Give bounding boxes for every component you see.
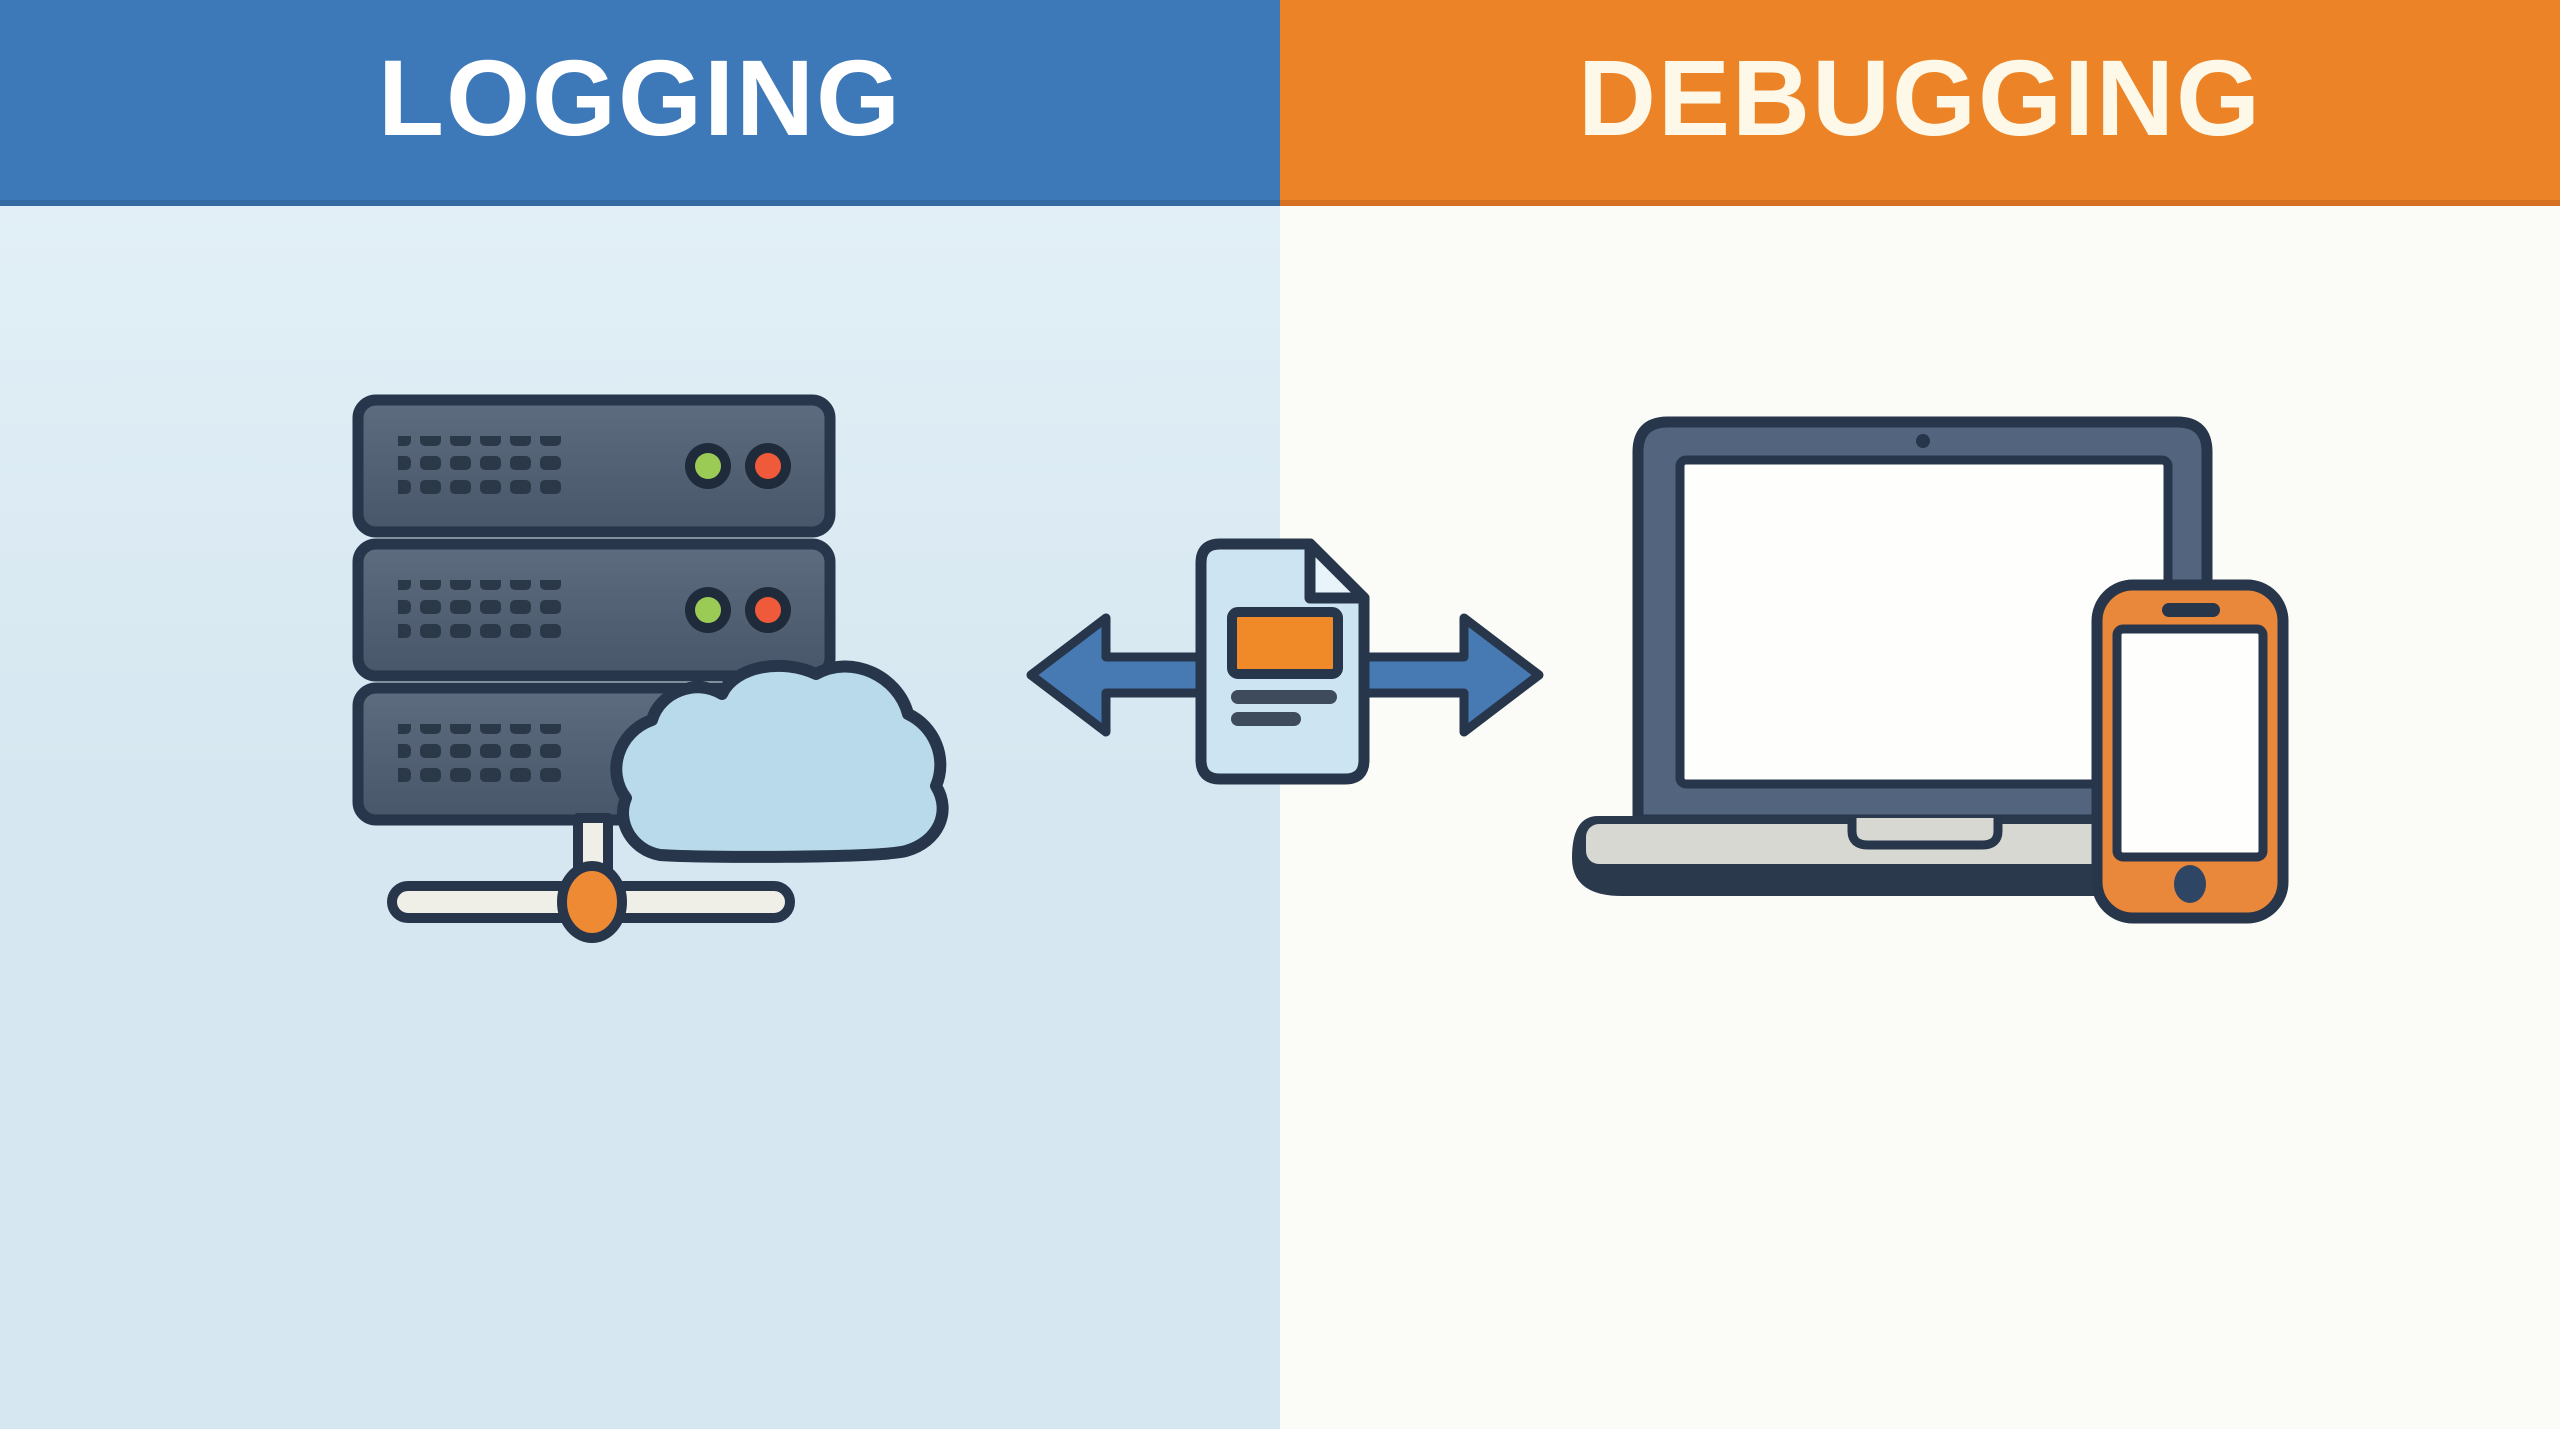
server-unit (352, 394, 836, 538)
log-file-icon (1195, 538, 1370, 785)
phone-screen (2112, 624, 2268, 862)
laptop-latch-notch (1847, 818, 2003, 850)
server-unit (352, 538, 836, 682)
laptop-camera-icon (1916, 434, 1930, 448)
vent-grid (398, 580, 570, 642)
led-green-icon (695, 597, 721, 623)
network-icon (387, 813, 795, 943)
page-fold-corner (1304, 538, 1370, 604)
log-highlight-block (1227, 607, 1343, 679)
logging-title: LOGGING (378, 37, 902, 158)
led-red-icon (755, 453, 781, 479)
vent-grid (398, 436, 570, 498)
debugging-header: DEBUGGING (1280, 0, 2560, 206)
laptop-icon (1572, 416, 2213, 896)
phone-home-button (2174, 865, 2206, 903)
logging-header: LOGGING (0, 0, 1280, 206)
phone-speaker-icon (2162, 603, 2220, 617)
smartphone-icon (2091, 579, 2289, 924)
led-red-icon (755, 597, 781, 623)
cloud-icon (610, 659, 949, 863)
led-green-icon (695, 453, 721, 479)
debugging-title: DEBUGGING (1577, 37, 2263, 158)
vent-grid (398, 724, 570, 786)
network-node (557, 861, 627, 943)
